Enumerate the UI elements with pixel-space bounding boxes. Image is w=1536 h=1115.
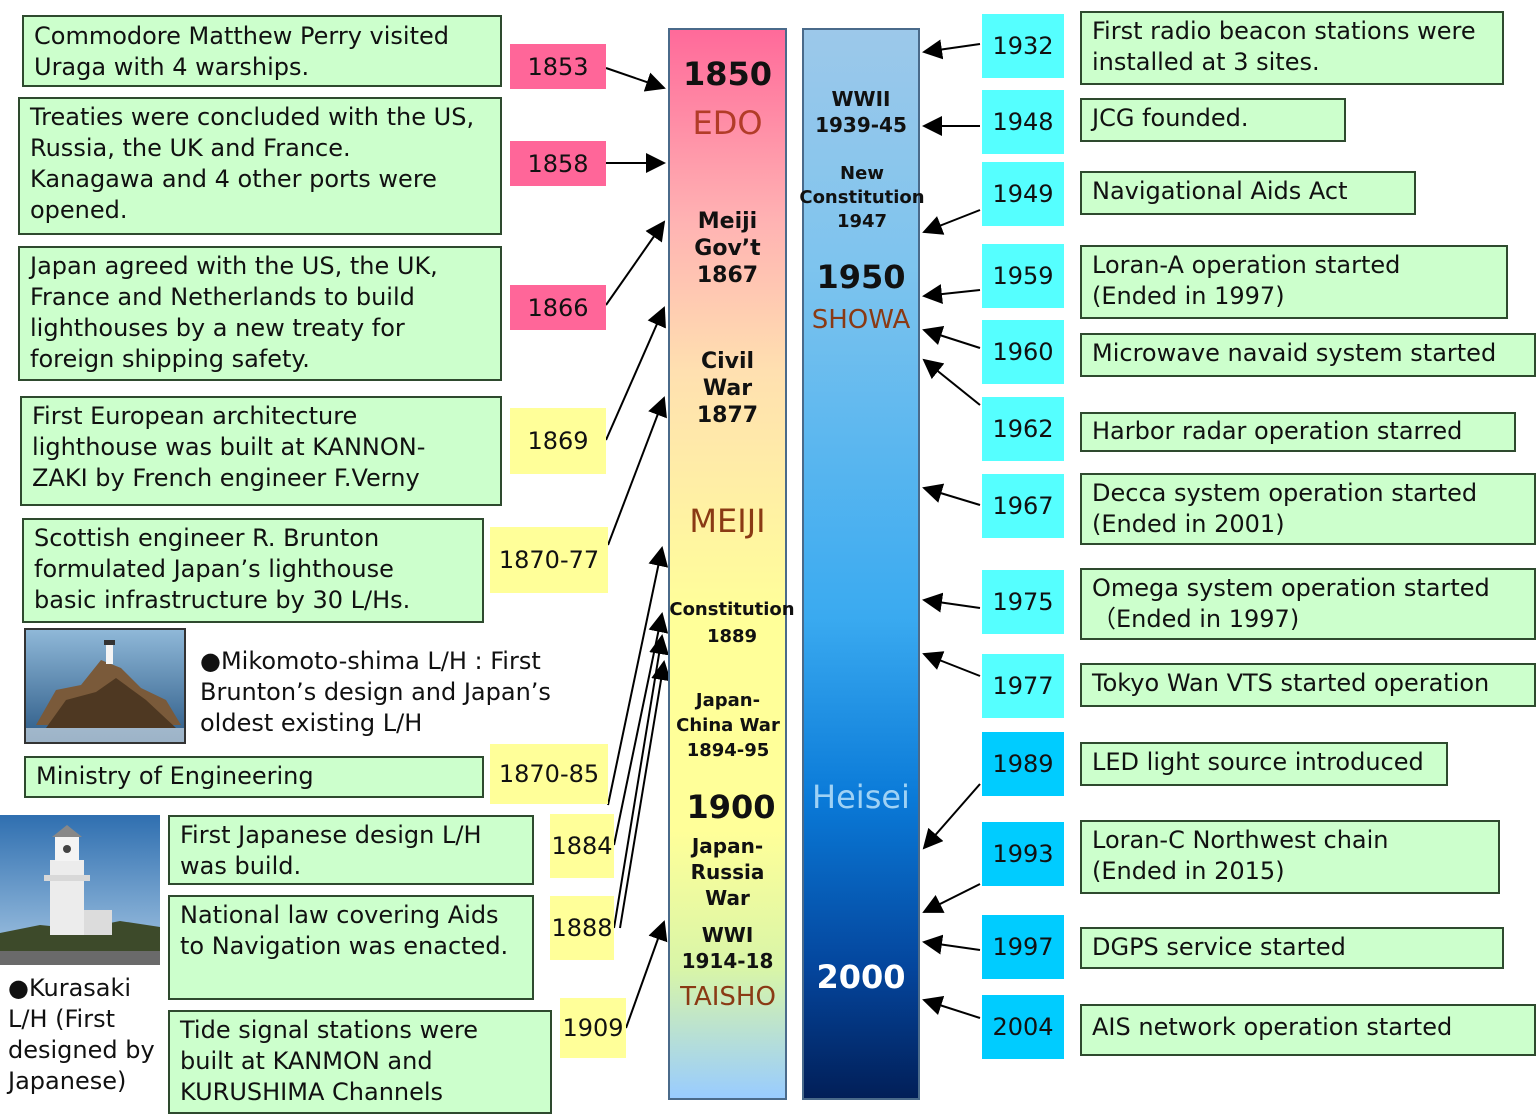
era-edo: EDO: [692, 104, 763, 142]
arrow-1870-85: [607, 546, 669, 806]
era-meiji: MEIJI: [689, 502, 766, 540]
right-event-1960: Microwave navaid system started: [1080, 333, 1536, 377]
year-badge-1962: 1962: [982, 397, 1064, 461]
year-badge-1967: 1967: [982, 474, 1064, 538]
arrow-1870-77: [607, 396, 667, 546]
year-badge-1975: 1975: [982, 570, 1064, 634]
year-badge-1960: 1960: [982, 320, 1064, 384]
label-wwi: WWI 1914-18: [681, 923, 774, 973]
left-event-1909: Tide signal stations were built at KANMO…: [168, 1010, 552, 1114]
year-badge-1869: 1869: [510, 408, 606, 474]
left-event-1866: Japan agreed with the US, the UK, France…: [18, 246, 502, 381]
arrow-1993: [922, 883, 981, 913]
year-badge-1977: 1977: [982, 654, 1064, 718]
arrow-1888-a: [613, 634, 669, 929]
arrow-1962: [922, 358, 981, 406]
arrow-1977: [922, 651, 981, 677]
arrow-1869: [605, 306, 666, 441]
right-event-1948: JCG founded.: [1080, 98, 1346, 142]
left-event-1869: First European architecture lighthouse w…: [20, 396, 502, 506]
arrow-1853: [605, 67, 666, 92]
year-badge-1853: 1853: [510, 44, 606, 89]
year-badge-1959: 1959: [982, 244, 1064, 308]
right-event-1975: Omega system operation started （Ended in…: [1080, 568, 1536, 640]
left-year-1900: 1900: [686, 788, 776, 826]
year-badge-1909: 1909: [560, 998, 626, 1058]
right-event-1962: Harbor radar operation starred: [1080, 412, 1516, 452]
mikomoto-lighthouse-photo: [24, 628, 186, 744]
label-japan-china-war: Japan- China War 1894-95: [676, 690, 780, 761]
era-taisho: TAISHO: [680, 982, 776, 1012]
year-badge-1932: 1932: [982, 14, 1064, 78]
right-event-1932: First radio beacon stations were install…: [1080, 11, 1504, 85]
year-badge-1870-85: 1870-85: [490, 744, 608, 804]
label-civil-war: Civil War 1877: [696, 349, 759, 428]
arrow-1975: [922, 592, 981, 613]
left-event-1858: Treaties were concluded with the US, Rus…: [18, 97, 502, 235]
right-event-2004: AIS network operation started: [1080, 1004, 1536, 1056]
right-event-1967: Decca system operation started (Ended in…: [1080, 473, 1536, 545]
right-year-2000: 2000: [816, 958, 906, 996]
left-event-1888: National law covering Aids to Navigation…: [168, 895, 534, 1000]
arrow-2004: [922, 995, 981, 1019]
right-event-1993: Loran-C Northwest chain (Ended in 2015): [1080, 820, 1500, 894]
arrow-1888-b: [619, 660, 671, 929]
right-event-1959: Loran-A operation started (Ended in 1997…: [1080, 245, 1508, 319]
arrow-1959: [922, 284, 981, 305]
label-new-constitution: New Constitution 1947: [799, 163, 925, 232]
mikomoto-lighthouse-image: [26, 630, 184, 742]
year-badge-1870-77: 1870-77: [490, 527, 608, 593]
arrow-1884: [613, 612, 669, 846]
arrow-1997: [922, 934, 981, 955]
arrow-1967: [922, 483, 981, 506]
left-event-1853: Commodore Matthew Perry visited Uraga wi…: [22, 15, 502, 87]
arrow-1989: [922, 783, 981, 850]
left-event-1884: First Japanese design L/H was build.: [168, 815, 534, 885]
year-badge-1888: 1888: [550, 896, 614, 960]
year-badge-1884: 1884: [550, 814, 614, 878]
era-showa: SHOWA: [811, 305, 911, 335]
left-event-1870-77: Scottish engineer R. Brunton formulated …: [22, 518, 484, 623]
label-meiji-govt: Meiji Gov’t 1867: [694, 209, 761, 288]
right-year-1950: 1950: [816, 258, 906, 296]
right-event-1997: DGPS service started: [1080, 927, 1504, 969]
label-wwii: WWII 1939-45: [815, 87, 907, 137]
arrow-1960: [922, 325, 981, 349]
label-japan-russia-war: Japan- Russia War: [690, 834, 765, 910]
left-event-1870-85: Ministry of Engineering: [24, 756, 484, 798]
arrow-1949: [922, 209, 981, 235]
year-badge-1993: 1993: [982, 822, 1064, 886]
year-badge-1949: 1949: [982, 162, 1064, 226]
left-timeline-bar: [668, 28, 787, 1100]
arrow-1866: [605, 220, 666, 306]
year-badge-1997: 1997: [982, 915, 1064, 979]
right-event-1977: Tokyo Wan VTS started operation: [1080, 663, 1536, 707]
right-event-1949: Navigational Aids Act: [1080, 171, 1416, 215]
year-badge-1948: 1948: [982, 90, 1064, 154]
year-badge-1858: 1858: [510, 141, 606, 186]
right-timeline-bar: [802, 28, 920, 1100]
arrow-1932: [922, 39, 981, 60]
year-badge-2004: 2004: [982, 995, 1064, 1059]
kurasaki-lighthouse-image: [0, 815, 160, 965]
year-badge-1989: 1989: [982, 732, 1064, 796]
label-constitution-1889: Constitution 1889: [669, 599, 795, 647]
year-badge-1866: 1866: [510, 285, 606, 330]
kurasaki-caption: ●Kurasaki L/H (First designed by Japanes…: [8, 974, 155, 1095]
left-year-1850: 1850: [682, 55, 773, 93]
arrow-1909: [625, 920, 668, 1029]
mikomoto-caption: ●Mikomoto-shima L/H : First Brunton’s de…: [200, 647, 551, 737]
right-event-1989: LED light source introduced: [1080, 742, 1448, 786]
era-heisei: Heisei: [812, 778, 910, 816]
kurasaki-lighthouse-photo: [0, 815, 160, 965]
